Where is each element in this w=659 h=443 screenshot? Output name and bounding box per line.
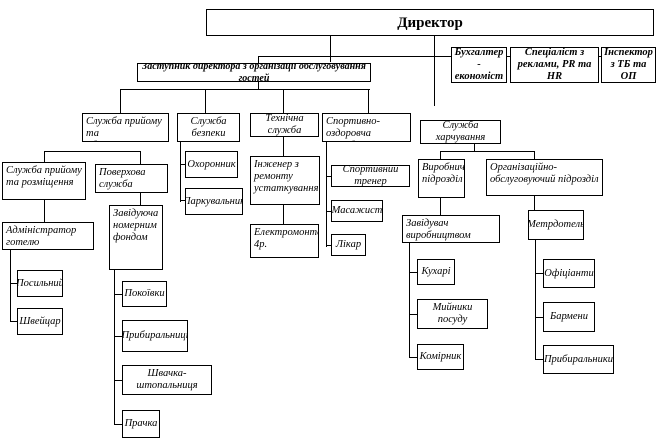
connector [258, 82, 259, 90]
connector [535, 273, 543, 274]
connector [283, 205, 284, 224]
connector [283, 137, 284, 156]
connector [120, 89, 121, 113]
sport-service-box: Спортивно-оздоровча служба [322, 113, 411, 142]
director-box: Директор [206, 9, 654, 36]
barmen-box: Бармени [543, 302, 595, 332]
reception-service-box: Служба прийому та обслуговування [82, 113, 169, 142]
connector [180, 142, 181, 202]
connector [440, 151, 535, 152]
connector [534, 196, 535, 210]
connector [258, 56, 630, 57]
connector [114, 424, 122, 425]
safety-inspector-box: Інспектор з ТБ та ОП [601, 47, 656, 83]
deputy-box: Заступник директора з організації обслуг… [137, 63, 371, 82]
connector [535, 359, 543, 360]
service-unit-box: Організаційно-обслуговуючий підрозділ [486, 159, 603, 196]
connector [326, 176, 331, 177]
electrician-box: Електромонтер 4р. [250, 224, 319, 258]
guard-box: Охоронник [185, 151, 238, 178]
connector [180, 200, 185, 201]
connector [409, 357, 417, 358]
connector [10, 283, 17, 284]
connector [474, 144, 475, 152]
cleaners-box: Прибиральниці [122, 320, 188, 352]
administrator-box: Адміністратор готелю [2, 222, 94, 250]
connector [330, 36, 331, 62]
doorman-box: Швейцар [17, 308, 63, 335]
masseur-box: Масажист [331, 200, 383, 222]
accommodation-service-box: Служба прийому та розміщення [2, 162, 86, 200]
connector [114, 294, 122, 295]
connector [535, 317, 543, 318]
connector [283, 89, 284, 113]
connector [409, 243, 410, 358]
connector [205, 89, 206, 113]
dishwashers-box: Мийники посуду [417, 299, 488, 329]
connector [258, 56, 259, 64]
waiters-box: Офіціанти [543, 259, 595, 288]
connector [140, 193, 141, 205]
parking-attendant-box: Паркувальник [185, 188, 243, 215]
accountant-box: Бухгалтер - економіст [451, 47, 507, 83]
doctor-box: Лікар [331, 234, 366, 256]
production-unit-box: Виробничий підрозділ [418, 159, 465, 198]
connector [44, 151, 140, 152]
technical-service-box: Технічна служба [250, 113, 319, 137]
pr-specialist-box: Спеціаліст з реклами, PR та HR [510, 47, 599, 83]
food-service-box: Служба харчування [420, 120, 501, 144]
connector [114, 336, 122, 337]
connector [440, 198, 441, 215]
engineer-box: Інженер з ремонту устаткування [250, 156, 320, 205]
connector [44, 200, 45, 222]
security-service-box: Служба безпеки [177, 113, 240, 142]
maids-box: Покоївки [122, 281, 167, 307]
connector [368, 89, 369, 113]
connector [10, 250, 11, 322]
connector [120, 89, 370, 90]
laundress-box: Прачка [122, 410, 160, 438]
connector [10, 321, 17, 322]
connector [114, 380, 122, 381]
porter-box: Посильний [17, 270, 63, 297]
seamstress-box: Швачка-штопальниця [122, 365, 212, 395]
room-manager-box: Завідуюча номерним фондом [109, 205, 163, 270]
storekeeper-box: Комірник [417, 344, 464, 370]
connector [440, 151, 441, 159]
connector [326, 245, 331, 246]
connector [44, 151, 45, 162]
trainer-box: Спортивний тренер [331, 165, 410, 187]
connector [140, 151, 141, 164]
food-cleaners-box: Прибиральники [543, 345, 614, 374]
connector [326, 211, 331, 212]
connector [434, 36, 435, 106]
floor-service-box: Поверхова служба [95, 164, 168, 193]
connector [409, 272, 417, 273]
cooks-box: Кухарі [417, 259, 455, 285]
connector [409, 314, 417, 315]
maitre-box: Метрдотель [528, 210, 584, 240]
connector [180, 164, 185, 165]
production-head-box: Завідувач виробництвом [402, 215, 500, 243]
connector [114, 270, 115, 425]
connector [535, 240, 536, 360]
connector [326, 142, 327, 247]
connector [534, 151, 535, 159]
